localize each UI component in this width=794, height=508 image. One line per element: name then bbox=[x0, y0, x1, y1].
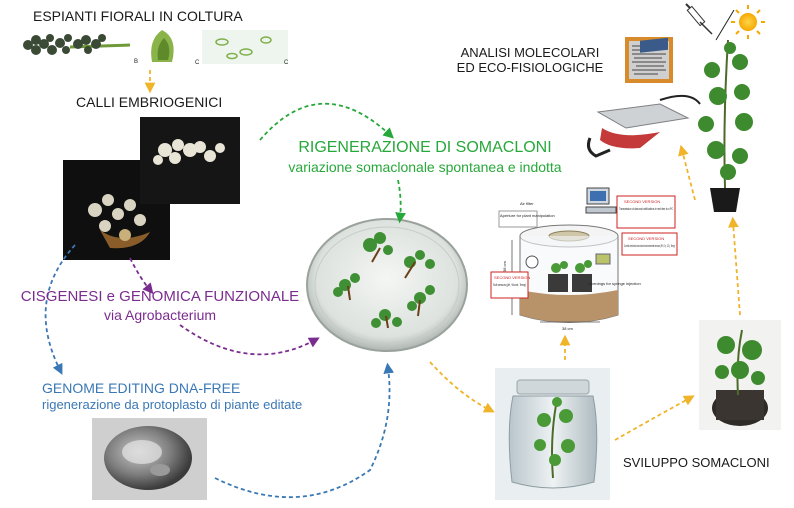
arrow-cis-to-dish bbox=[179, 324, 320, 356]
protoplast-photo bbox=[92, 418, 207, 500]
ctrl-box-title: SECOND VERSION bbox=[628, 236, 664, 241]
arrow-dish-to-jar bbox=[429, 361, 495, 413]
analysis-label-1: ANALISI MOLECOLARI bbox=[460, 45, 600, 60]
cisgenesis-title: CISGENESI e GENOMICA FUNZIONALE bbox=[20, 288, 300, 305]
pc-box-title: SECOND VERSION bbox=[624, 199, 660, 204]
calli-photo bbox=[63, 117, 240, 260]
analysis-label-2: ED ECO-FISIOLOGICHE bbox=[456, 60, 604, 75]
arrow-calli-to-cis bbox=[129, 257, 154, 295]
arrow-calli-to-ge bbox=[44, 244, 76, 375]
genome-editing-subtitle: rigenerazione da protoplasto di piante e… bbox=[42, 397, 303, 412]
photo-letter-c1: C bbox=[195, 60, 200, 66]
openings-text: Openings for syringe injection bbox=[588, 281, 641, 286]
floral-explants-photo bbox=[22, 30, 288, 64]
arrow-jar-to-small-plant bbox=[614, 395, 695, 441]
aperture-text: Aperture for plant manipulation bbox=[500, 213, 555, 218]
petri-dish bbox=[306, 218, 468, 352]
somaclone-development-label: SVILUPPO SOMACLONI bbox=[623, 455, 770, 470]
calli-label: CALLI EMBRIOGENICI bbox=[76, 94, 223, 110]
arrow-plant-to-analysis bbox=[678, 144, 696, 201]
soil-box-title: SECOND VERSION bbox=[494, 275, 530, 280]
regeneration-subtitle: variazione somaclonale spontanea e indot… bbox=[288, 159, 562, 175]
photosynthesis-instrument bbox=[587, 37, 701, 158]
genome-editing-title: GENOME EDITING DNA-FREE bbox=[42, 380, 241, 396]
syringe-icon bbox=[685, 3, 713, 35]
explants-label: ESPIANTI FIORALI IN COLTURA bbox=[33, 8, 243, 24]
width-dim-text: 38 cm bbox=[562, 326, 574, 331]
regeneration-title: RIGENERAZIONE DI SOMACLONI bbox=[298, 139, 552, 156]
height-dim-text: 38 cm bbox=[502, 260, 507, 272]
growth-chamber-schematic: Air filter Aperture for plant manipulati… bbox=[490, 187, 678, 331]
divider-line bbox=[715, 9, 735, 41]
ctrl-box-text: Control electronic board and environment… bbox=[624, 243, 675, 248]
photo-letter-b: B bbox=[134, 59, 138, 65]
arrow-regen-to-dish bbox=[395, 179, 406, 224]
air-filter-text: Air filter bbox=[520, 201, 534, 206]
pc-box-text: Transmission of data and notifications i… bbox=[619, 206, 673, 211]
sun-icon bbox=[731, 5, 765, 39]
arrow-calli-to-regen bbox=[259, 102, 394, 141]
potted-plant-small bbox=[699, 320, 781, 430]
photo-letter-c2: C bbox=[284, 60, 289, 66]
arrow-ge-to-dish bbox=[214, 362, 395, 499]
soil-box-text: Soil sensors (pH, Wcont, Temp) bbox=[493, 282, 526, 287]
arrow-small-to-tall-plant bbox=[728, 216, 741, 316]
cisgenesis-subtitle: via Agrobacterium bbox=[103, 307, 217, 323]
culture-jar bbox=[495, 368, 610, 500]
potted-plant-tall bbox=[698, 39, 753, 212]
